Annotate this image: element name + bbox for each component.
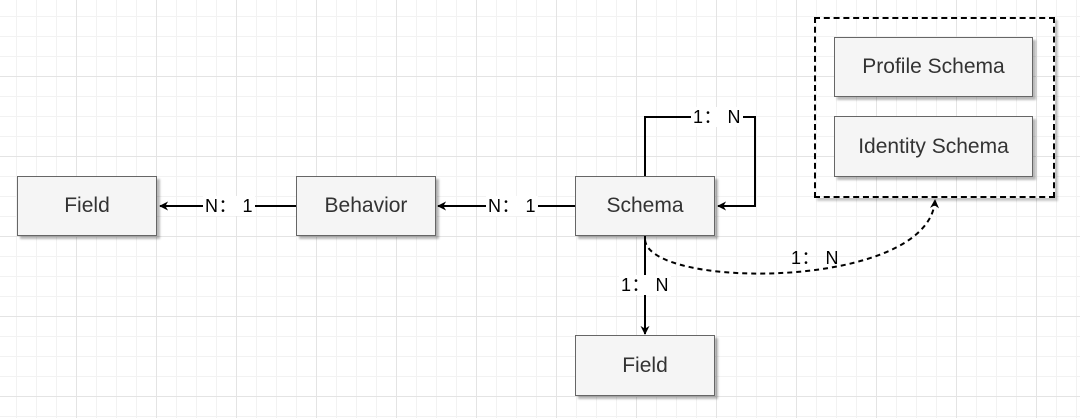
schema-node[interactable]: Schema xyxy=(575,176,715,236)
schema-types-group[interactable] xyxy=(814,17,1055,198)
profile-schema-node[interactable]: Profile Schema xyxy=(834,37,1033,97)
edge-label-behavior-to-field: N： 1 xyxy=(203,196,256,216)
behavior-node-label: Behavior xyxy=(324,194,408,217)
identity-schema-node[interactable]: Identity Schema xyxy=(834,116,1033,177)
identity-schema-node-label: Identity Schema xyxy=(858,134,1009,158)
behavior-node[interactable]: Behavior xyxy=(296,176,436,236)
edge-label-schema-self-loop: 1： N xyxy=(691,107,744,127)
field-node-bottom-label: Field xyxy=(622,353,668,377)
field-node-left-label: Field xyxy=(64,194,110,217)
field-node-bottom[interactable]: Field xyxy=(575,335,715,396)
profile-schema-node-label: Profile Schema xyxy=(862,55,1005,78)
edge-label-schema-to-behavior: N： 1 xyxy=(486,196,539,216)
schema-node-label: Schema xyxy=(606,194,684,217)
edge-schema-to-schema-group[interactable] xyxy=(644,199,940,275)
field-node-left[interactable]: Field xyxy=(17,176,157,236)
edge-schema-self-loop[interactable] xyxy=(644,116,756,211)
edge-label-schema-to-field-bottom: 1： N xyxy=(619,275,672,295)
edge-label-schema-to-group: 1： N xyxy=(791,248,840,268)
